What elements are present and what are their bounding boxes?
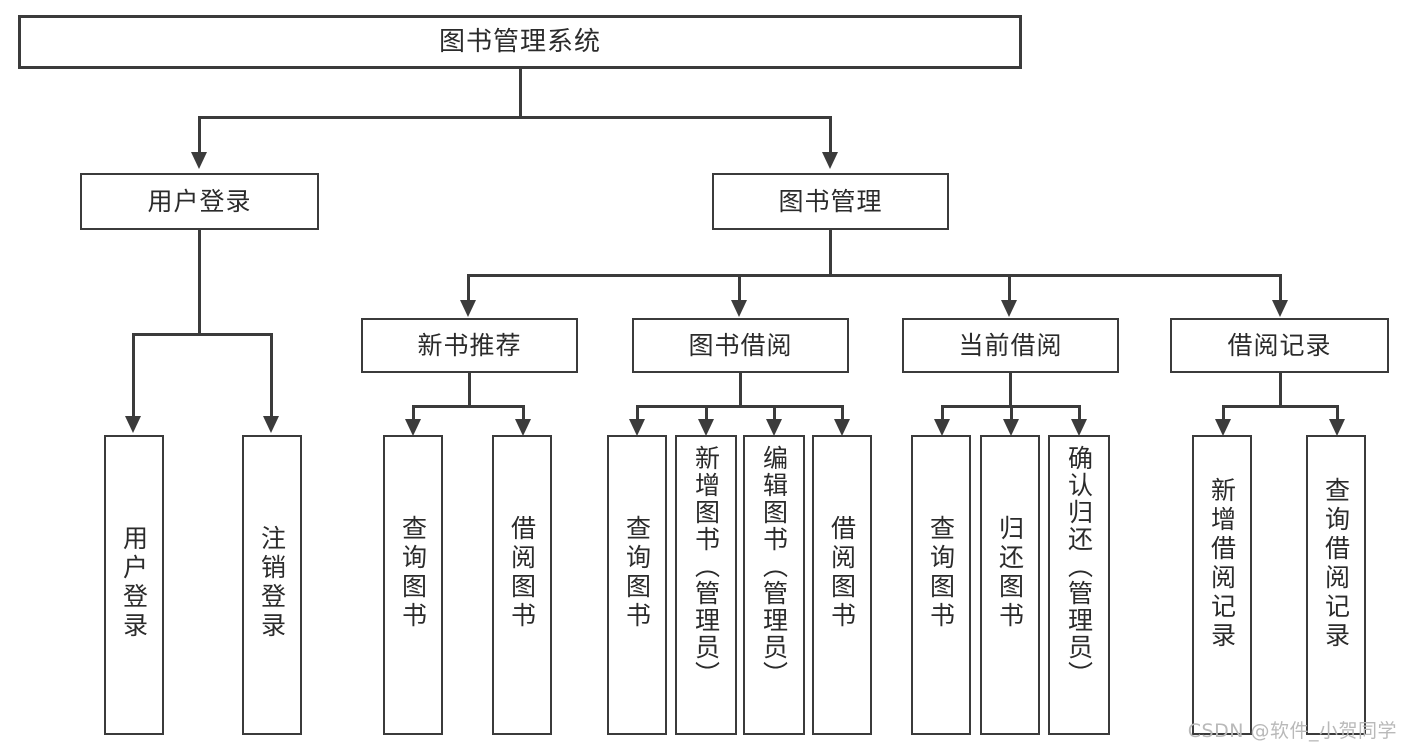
node-leaf-query-book-3[interactable]: 查询图书 — [911, 435, 971, 735]
edge-borrow-record-split-bar — [1222, 405, 1339, 408]
arrowhead-user-login-to-leaf-2 — [263, 416, 279, 433]
arrowhead-current-borrow-to-leaf-2 — [1003, 419, 1019, 436]
arrowhead-current-borrow-to-leaf-1 — [934, 419, 950, 436]
edge-book-borrow-to-leaf-2 — [705, 405, 708, 422]
node-root-system[interactable]: 图书管理系统 — [18, 15, 1022, 69]
csdn-watermark: CSDN @软件_小贺同学 — [1187, 720, 1397, 742]
arrowhead-book-manage-to-current-borrow — [1001, 300, 1017, 317]
node-leaf-query-book-1[interactable]: 查询图书 — [383, 435, 443, 735]
node-label: 编辑图书（管理员） — [759, 445, 789, 688]
edge-user-login-stem — [198, 230, 201, 335]
arrowhead-book-borrow-to-leaf-3 — [766, 419, 782, 436]
arrowhead-new-book-to-leaf-1 — [405, 419, 421, 436]
edge-book-manage-to-borrow-record — [1279, 274, 1282, 302]
node-label: 查询图书 — [926, 515, 956, 631]
edge-current-borrow-to-leaf-2 — [1010, 405, 1013, 422]
node-borrow-record[interactable]: 借阅记录 — [1170, 318, 1389, 373]
edge-book-manage-to-book-borrow — [738, 274, 741, 302]
edge-new-book-to-leaf-2 — [522, 405, 525, 422]
node-label: 查询图书 — [398, 515, 428, 631]
edge-book-manage-to-current-borrow — [1008, 274, 1011, 302]
node-label: 归还图书 — [995, 515, 1025, 631]
node-current-borrow[interactable]: 当前借阅 — [902, 318, 1119, 373]
node-leaf-add-record[interactable]: 新增借阅记录 — [1192, 435, 1252, 735]
edge-current-borrow-to-leaf-1 — [941, 405, 944, 422]
node-leaf-edit-book[interactable]: 编辑图书（管理员） — [743, 435, 805, 735]
edge-book-borrow-stem — [739, 373, 742, 407]
arrowhead-book-borrow-to-leaf-1 — [629, 419, 645, 436]
node-label: 借阅图书 — [827, 515, 857, 631]
arrowhead-book-manage-to-borrow-record — [1272, 300, 1288, 317]
node-label: 查询借阅记录 — [1321, 477, 1351, 651]
node-label: 用户登录 — [147, 186, 252, 216]
node-label: 借阅图书 — [507, 515, 537, 631]
node-label: 新增图书（管理员） — [691, 445, 721, 688]
node-leaf-borrow-book-1[interactable]: 借阅图书 — [492, 435, 552, 735]
node-new-book-recommend[interactable]: 新书推荐 — [361, 318, 578, 373]
arrowhead-borrow-record-to-leaf-2 — [1329, 419, 1345, 436]
node-label: 图书借阅 — [688, 330, 793, 360]
node-label: 注销登录 — [257, 525, 287, 641]
node-label: 新书推荐 — [417, 330, 522, 360]
edge-root-split-bar — [198, 116, 832, 119]
edge-new-book-to-leaf-1 — [412, 405, 415, 422]
edge-book-borrow-to-leaf-1 — [636, 405, 639, 422]
edge-root-to-book-manage — [829, 116, 832, 154]
arrowhead-root-to-user-login — [191, 152, 207, 169]
edge-book-borrow-to-leaf-4 — [841, 405, 844, 422]
node-label: 图书管理 — [778, 186, 883, 216]
arrowhead-user-login-to-leaf-1 — [125, 416, 141, 433]
edge-book-borrow-to-leaf-3 — [773, 405, 776, 422]
node-leaf-query-book-2[interactable]: 查询图书 — [607, 435, 667, 735]
edge-borrow-record-stem — [1279, 373, 1282, 407]
edge-book-manage-split-bar — [467, 274, 1282, 277]
edge-user-login-to-leaf-2 — [270, 333, 273, 418]
edge-new-book-split-bar — [412, 405, 525, 408]
arrowhead-book-manage-to-book-borrow — [731, 300, 747, 317]
node-label: 新增借阅记录 — [1207, 477, 1237, 651]
node-label: 查询图书 — [622, 515, 652, 631]
node-leaf-confirm-return[interactable]: 确认归还（管理员） — [1048, 435, 1110, 735]
node-label: 当前借阅 — [958, 330, 1063, 360]
node-leaf-user-login[interactable]: 用户登录 — [104, 435, 164, 735]
edge-book-manage-stem — [829, 230, 832, 276]
edge-new-book-stem — [468, 373, 471, 407]
edge-current-borrow-stem — [1009, 373, 1012, 407]
arrowhead-book-manage-to-new-book — [460, 300, 476, 317]
node-label: 图书管理系统 — [438, 26, 601, 57]
edge-borrow-record-to-leaf-1 — [1222, 405, 1225, 422]
edge-user-login-to-leaf-1 — [132, 333, 135, 418]
arrowhead-new-book-to-leaf-2 — [515, 419, 531, 436]
node-leaf-borrow-book-2[interactable]: 借阅图书 — [812, 435, 872, 735]
node-leaf-logout[interactable]: 注销登录 — [242, 435, 302, 735]
edge-root-to-user-login — [198, 116, 201, 154]
arrowhead-borrow-record-to-leaf-1 — [1215, 419, 1231, 436]
edge-borrow-record-to-leaf-2 — [1336, 405, 1339, 422]
node-user-login[interactable]: 用户登录 — [80, 173, 319, 230]
edge-current-borrow-to-leaf-3 — [1078, 405, 1081, 422]
node-leaf-add-book[interactable]: 新增图书（管理员） — [675, 435, 737, 735]
edge-root-stem — [519, 69, 522, 118]
arrowhead-root-to-book-manage — [822, 152, 838, 169]
node-leaf-query-record[interactable]: 查询借阅记录 — [1306, 435, 1366, 735]
node-leaf-return-book[interactable]: 归还图书 — [980, 435, 1040, 735]
edge-book-borrow-split-bar — [636, 405, 844, 408]
node-book-borrow[interactable]: 图书借阅 — [632, 318, 849, 373]
edge-user-login-split-bar — [132, 333, 273, 336]
arrowhead-book-borrow-to-leaf-2 — [698, 419, 714, 436]
node-label: 确认归还（管理员） — [1064, 445, 1094, 688]
node-label: 借阅记录 — [1227, 330, 1332, 360]
arrowhead-current-borrow-to-leaf-3 — [1071, 419, 1087, 436]
arrowhead-book-borrow-to-leaf-4 — [834, 419, 850, 436]
edge-book-manage-to-new-book — [467, 274, 470, 302]
node-book-manage[interactable]: 图书管理 — [712, 173, 949, 230]
node-label: 用户登录 — [119, 525, 149, 641]
